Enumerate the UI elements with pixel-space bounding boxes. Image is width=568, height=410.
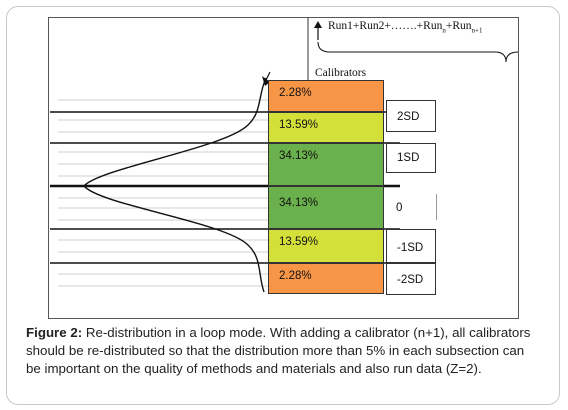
figure-frame <box>48 17 519 319</box>
sd-label-2sd: 2SD <box>386 100 436 132</box>
grid-lines <box>58 99 268 287</box>
caption-label: Figure 2: <box>26 325 83 340</box>
band-34-13-upper: 34.13% <box>268 143 384 186</box>
calibrators-title: Calibrators <box>315 67 367 79</box>
sd-label-1sd: 1SD <box>386 143 436 173</box>
band-2-28-bottom: 2.28% <box>268 263 384 294</box>
bell-curve <box>83 77 267 293</box>
band-2-28-top: 2.28% <box>268 80 384 112</box>
band-13-59-lower: 13.59% <box>268 229 384 263</box>
figure-caption: Figure 2: Re-distribution in a loop mode… <box>26 324 541 378</box>
caption-text: Re-distribution in a loop mode. With add… <box>26 325 531 376</box>
run-sequence-label: Run1+Run2+…….+Runn+Runn+1 <box>328 20 483 35</box>
band-34-13-lower: 34.13% <box>268 186 384 229</box>
band-13-59-upper: 13.59% <box>268 112 384 143</box>
sd-label-0: 0 <box>386 194 436 220</box>
sd-label-minus-1sd: -1SD <box>386 229 436 263</box>
up-arrow-icon <box>314 21 322 40</box>
sd-label-minus-2sd: -2SD <box>386 263 436 295</box>
run-brace <box>317 41 519 63</box>
